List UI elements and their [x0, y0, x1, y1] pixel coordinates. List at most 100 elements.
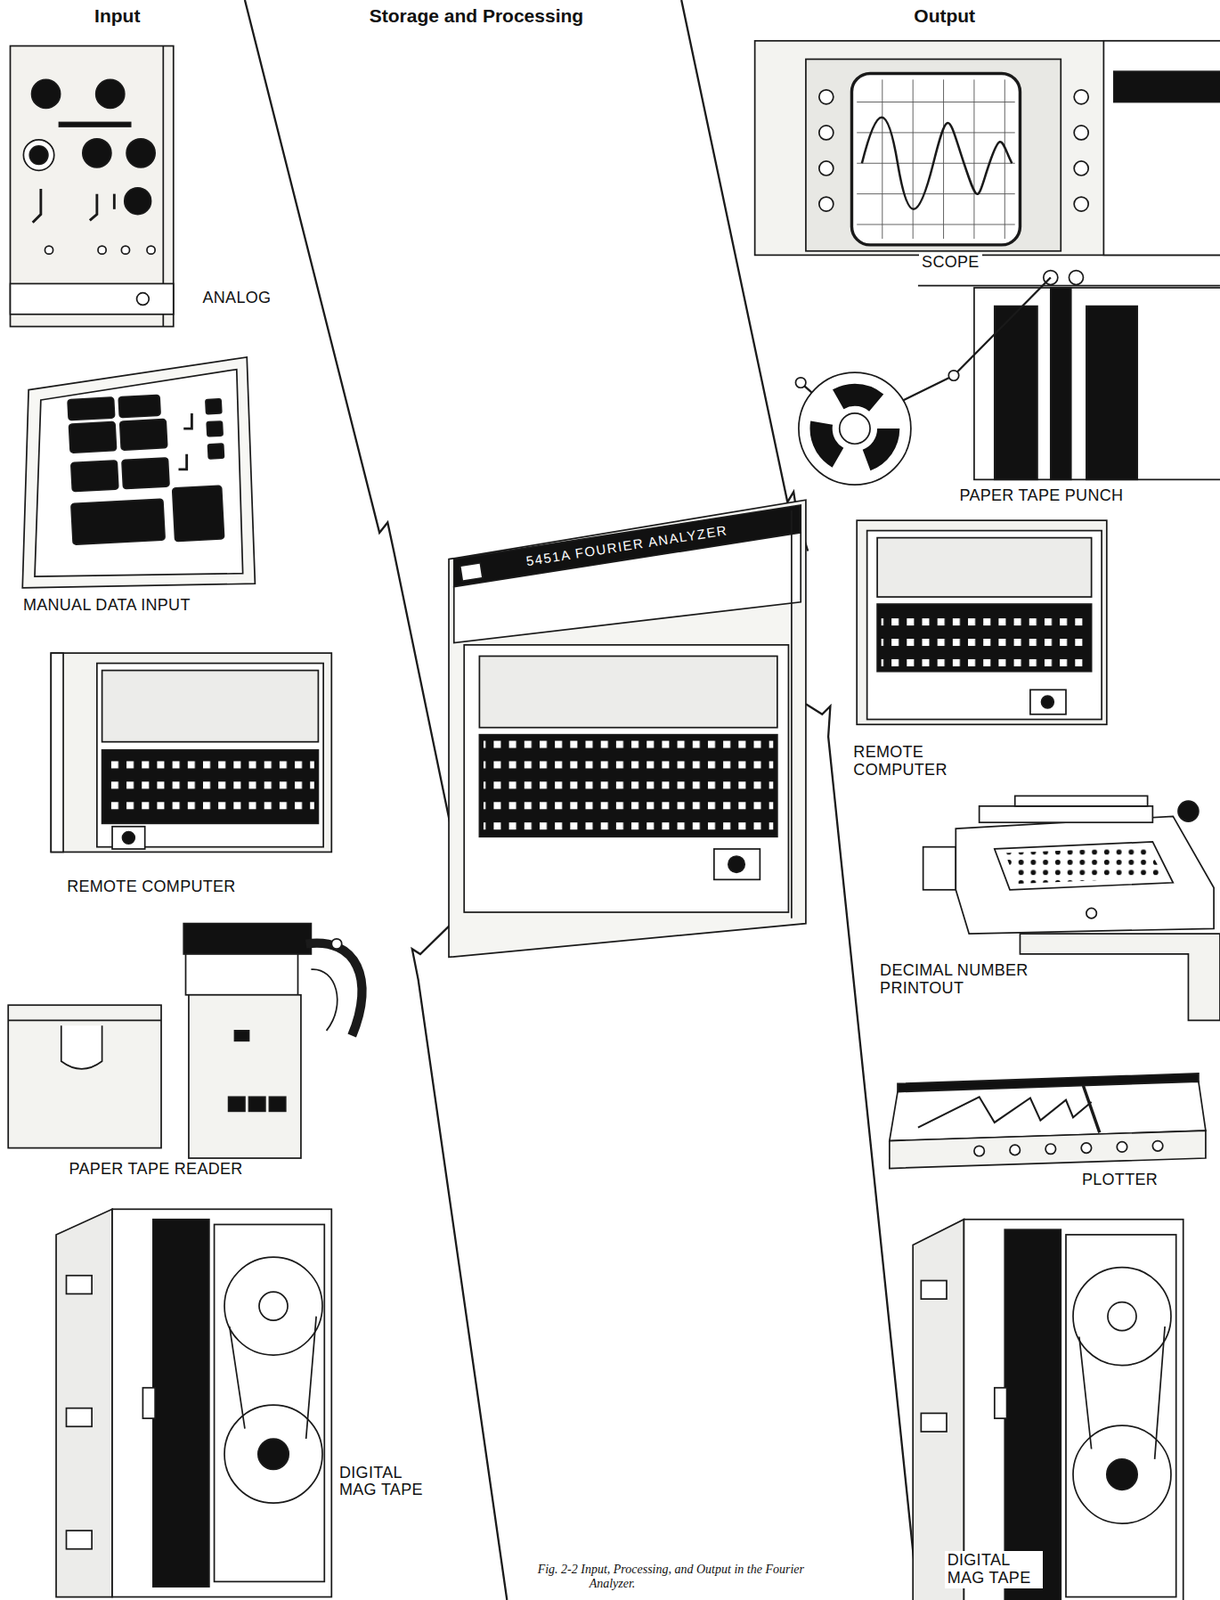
tape-drive: [920, 1279, 947, 1299]
teletype-printer: [979, 805, 1154, 822]
device-label-text: SCOPE: [919, 252, 983, 273]
tape-drive: [142, 1387, 155, 1418]
device-label: DECIMAL NUMBER PRINTOUT: [877, 960, 1038, 999]
keyboard-panel: [71, 498, 165, 545]
computer-console: [856, 520, 1107, 724]
tape-reader: [183, 923, 311, 954]
keyboard-panel: [68, 421, 116, 453]
tape-drive: [65, 1275, 92, 1294]
oscilloscope: [1114, 71, 1220, 102]
fourier-analyzer: [728, 855, 745, 872]
oscilloscope: [755, 40, 1220, 256]
analog-panel: [137, 292, 150, 306]
teletype-printer: [1178, 800, 1199, 822]
keyboard-panel: [205, 398, 222, 415]
tape-punch: [1050, 287, 1072, 480]
computer-console: [50, 652, 64, 852]
tape-punch: [795, 377, 806, 388]
tape-drive: [56, 1208, 332, 1596]
teletype-printer: [955, 815, 1214, 934]
device-label-text: PLOTTER: [1079, 1170, 1161, 1190]
plotter: [889, 1130, 1206, 1168]
oscilloscope: [819, 161, 834, 176]
keyboard-panel: [22, 357, 255, 588]
computer-console: [50, 652, 332, 852]
computer-console: [1030, 689, 1066, 714]
oscilloscope: [819, 89, 834, 105]
oscilloscope: [1004, 79, 1006, 239]
teletype-printer: [923, 846, 957, 890]
analog-panel: [32, 79, 61, 108]
tape-drive: [994, 1387, 1008, 1418]
computer-console: [97, 663, 324, 847]
fourier-analyzer: [714, 848, 761, 879]
teletype-printer: [1086, 907, 1097, 918]
oscilloscope: [819, 125, 834, 140]
tape-reader: [188, 994, 301, 1158]
analog-panel: [89, 194, 98, 221]
device-label: REMOTE COMPUTER: [850, 742, 961, 781]
keyboard-panel: [67, 397, 115, 421]
oscilloscope: [856, 79, 1016, 239]
oscilloscope: [856, 131, 1016, 133]
analog-panel: [32, 188, 41, 223]
tape-drive: [65, 1407, 92, 1427]
fourier-analyzer: [479, 655, 777, 727]
analog-panel: [29, 146, 49, 165]
keyboard-panel: [71, 460, 119, 492]
tape-drive: [214, 1223, 326, 1581]
fourier-analyzer: [460, 562, 483, 581]
oscilloscope: [912, 79, 914, 239]
analog-panel: [97, 245, 106, 254]
tape-drive: [912, 1219, 964, 1600]
tape-drive: [153, 1219, 210, 1586]
device-label-text: MANUAL DATA INPUT: [20, 595, 194, 616]
column-heading: Storage and Processing: [366, 5, 586, 27]
device-label-text: DECIMAL NUMBER PRINTOUT: [877, 960, 1038, 999]
oscilloscope: [943, 79, 944, 239]
plotter: [889, 1073, 1206, 1169]
device-label-text: DIGITAL MAG TAPE: [336, 1463, 430, 1501]
tape-reader: [310, 968, 337, 1031]
computer-console: [1041, 695, 1055, 708]
plotter: [1116, 1141, 1127, 1152]
oscilloscope: [856, 223, 1016, 225]
device-label: DIGITAL MAG TAPE: [336, 1463, 430, 1501]
tape-drive: [65, 1529, 92, 1549]
analog-panel: [126, 138, 155, 168]
fourier-analyzer: [483, 739, 773, 831]
teletype-printer: [1015, 795, 1148, 806]
teletype-printer: [1004, 846, 1165, 884]
oscilloscope: [1073, 125, 1089, 140]
keyboard-panel: [207, 443, 224, 459]
tape-drive: [1004, 1228, 1061, 1600]
tape-drive: [1107, 1301, 1137, 1331]
tape-punch: [795, 270, 1220, 486]
teletype-printer: [994, 841, 1173, 890]
tape-punch: [821, 394, 889, 463]
keyboard-panel: [118, 394, 161, 417]
computer-console: [877, 603, 1092, 672]
oscilloscope: [1073, 196, 1089, 212]
tape-reader: [228, 1096, 245, 1111]
computer-console: [50, 652, 332, 852]
computer-console: [102, 670, 319, 742]
keyboard-panel: [65, 391, 228, 547]
tape-punch: [1086, 306, 1138, 480]
oscilloscope: [819, 89, 1089, 212]
tape-punch: [994, 306, 1038, 480]
oscilloscope: [856, 193, 1016, 195]
device-label-text: REMOTE COMPUTER: [64, 877, 239, 897]
oscilloscope: [856, 101, 1016, 103]
tape-drive: [920, 1412, 947, 1432]
tape-drive: [224, 1256, 323, 1355]
analog-panel: [96, 79, 125, 108]
oscilloscope: [881, 79, 883, 239]
device-label: PLOTTER: [1079, 1170, 1161, 1190]
tape-drive: [112, 1208, 332, 1596]
tape-reader: [306, 943, 363, 1036]
computer-console: [112, 826, 146, 849]
keyboard-panel: [206, 421, 223, 437]
keyboard-panel: [122, 457, 170, 489]
